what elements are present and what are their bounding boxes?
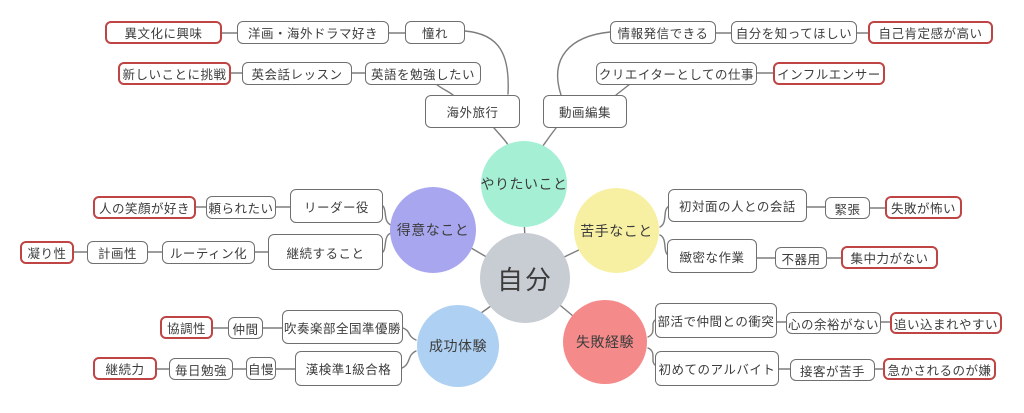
node-can-share-information[interactable]: 情報発信できる <box>610 21 716 44</box>
category-failure-experience[interactable]: 失敗経験 <box>563 300 647 384</box>
node-admiration[interactable]: 憧れ <box>405 21 465 44</box>
node-first-part-time-job[interactable]: 初めてのアルバイト <box>655 351 779 386</box>
node-video-editing[interactable]: 動画編集 <box>543 95 627 128</box>
node-cooperativeness[interactable]: 協調性 <box>160 316 213 339</box>
node-pride[interactable]: 自慢 <box>246 357 276 380</box>
node-brass-band-national-runner-up[interactable]: 吹奏楽部全国準優勝 <box>282 310 403 344</box>
node-perfectionist[interactable]: 凝り性 <box>20 241 74 264</box>
category-bad-at[interactable]: 苦手なこと <box>574 188 659 273</box>
node-conflict-with-teammates[interactable]: 部活で仲間との衝突 <box>655 303 777 338</box>
node-planning-ability[interactable]: 計画性 <box>87 241 148 264</box>
node-kanji-test-pre1-pass[interactable]: 漢検準1級合格 <box>295 351 402 386</box>
category-good-at[interactable]: 得意なこと <box>390 187 476 273</box>
node-routine[interactable]: ルーティン化 <box>162 241 255 264</box>
node-likes-western-movies-dramas[interactable]: 洋画・海外ドラマ好き <box>237 21 389 44</box>
node-work-as-creator[interactable]: クリエイターとしての仕事 <box>596 62 757 85</box>
node-try-new-things[interactable]: 新しいことに挑戦 <box>118 62 231 85</box>
node-likes-peoples-smiles[interactable]: 人の笑顔が好き <box>93 196 196 219</box>
node-fear-of-failure[interactable]: 失敗が怖い <box>885 196 962 219</box>
node-lack-of-concentration[interactable]: 集中力がない <box>841 246 938 269</box>
node-detailed-work[interactable]: 緻密な作業 <box>667 239 757 273</box>
node-leader-role[interactable]: リーダー役 <box>290 189 383 223</box>
node-daily-study[interactable]: 毎日勉強 <box>169 358 233 380</box>
node-want-to-be-relied-on[interactable]: 頼られたい <box>206 196 276 219</box>
node-overseas-travel[interactable]: 海外旅行 <box>425 95 520 128</box>
center-node-self[interactable]: 自分 <box>480 233 570 323</box>
node-influencer[interactable]: インフルエンサー <box>773 62 885 85</box>
node-bad-at-customer-service[interactable]: 接客が苦手 <box>790 359 875 381</box>
node-english-conversation-lessons[interactable]: 英会話レッスン <box>242 62 352 85</box>
node-perseverance[interactable]: 継続力 <box>93 357 157 380</box>
node-friends[interactable]: 仲間 <box>228 317 263 339</box>
node-high-self-esteem[interactable]: 自己肯定感が高い <box>868 21 993 44</box>
category-success-experience[interactable]: 成功体験 <box>417 305 499 387</box>
node-want-to-study-english[interactable]: 英語を勉強したい <box>365 62 481 85</box>
node-want-people-to-know-me[interactable]: 自分を知ってほしい <box>731 21 857 44</box>
category-want-to-do[interactable]: やりたいこと <box>481 141 567 227</box>
node-easily-pressured[interactable]: 追い込まれやすい <box>890 312 1002 334</box>
node-hates-being-rushed[interactable]: 急かされるのが嫌 <box>883 358 996 380</box>
node-no-mental-leeway[interactable]: 心の余裕がない <box>786 312 881 334</box>
node-clumsy[interactable]: 不器用 <box>775 247 827 269</box>
node-continuing-things[interactable]: 継続すること <box>268 234 383 270</box>
node-interest-in-other-cultures[interactable]: 異文化に興味 <box>105 21 222 44</box>
node-talking-to-strangers[interactable]: 初対面の人との会話 <box>668 189 807 222</box>
node-nervousness[interactable]: 緊張 <box>825 197 870 219</box>
